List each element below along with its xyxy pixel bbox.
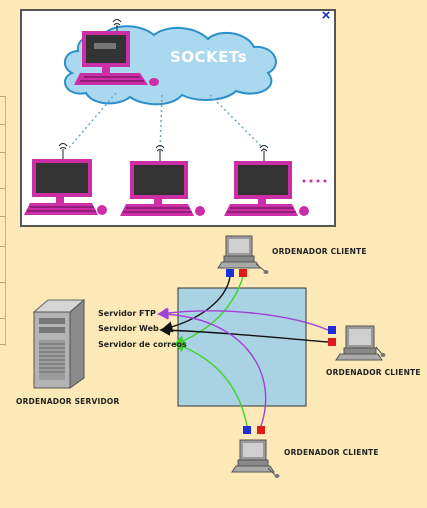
client-computer-bottom-icon: [231, 439, 280, 478]
server-label: ORDENADOR SERVIDOR: [16, 397, 120, 406]
network-box: [177, 287, 307, 407]
service-label-ftp: Servidor FTP: [98, 309, 156, 318]
port-blue-right: [328, 326, 336, 334]
client-computer-icon-1: [24, 143, 107, 215]
client-computer-icon-2: [120, 145, 205, 216]
service-label-web: Servidor Web: [98, 324, 159, 333]
port-red-top: [239, 269, 247, 277]
client-computer-right-icon: [335, 325, 386, 361]
client-label-right: ORDENADOR CLIENTE: [326, 368, 421, 377]
sockets-title: SOCKETs: [170, 48, 248, 66]
client-label-top: ORDENADOR CLIENTE: [272, 247, 367, 256]
sockets-illustration: [24, 19, 327, 216]
connection-arrows: [157, 276, 329, 427]
close-icon[interactable]: ×: [321, 7, 331, 24]
port-red-bottom: [257, 426, 265, 434]
sockets-network-card: ×: [20, 7, 336, 227]
network-links: [67, 92, 267, 152]
central-computer-icon: [74, 19, 159, 86]
server-icon: [32, 298, 86, 389]
service-label-mail: Servidor de correos: [98, 340, 187, 349]
left-edge-table: [0, 96, 6, 346]
client-computer-top-icon: [217, 235, 269, 274]
client-label-bottom: ORDENADOR CLIENTE: [284, 448, 379, 457]
port-blue-top: [226, 269, 234, 277]
port-blue-bottom: [243, 426, 251, 434]
client-computer-icon-3: [224, 145, 327, 216]
port-red-right: [328, 338, 336, 346]
